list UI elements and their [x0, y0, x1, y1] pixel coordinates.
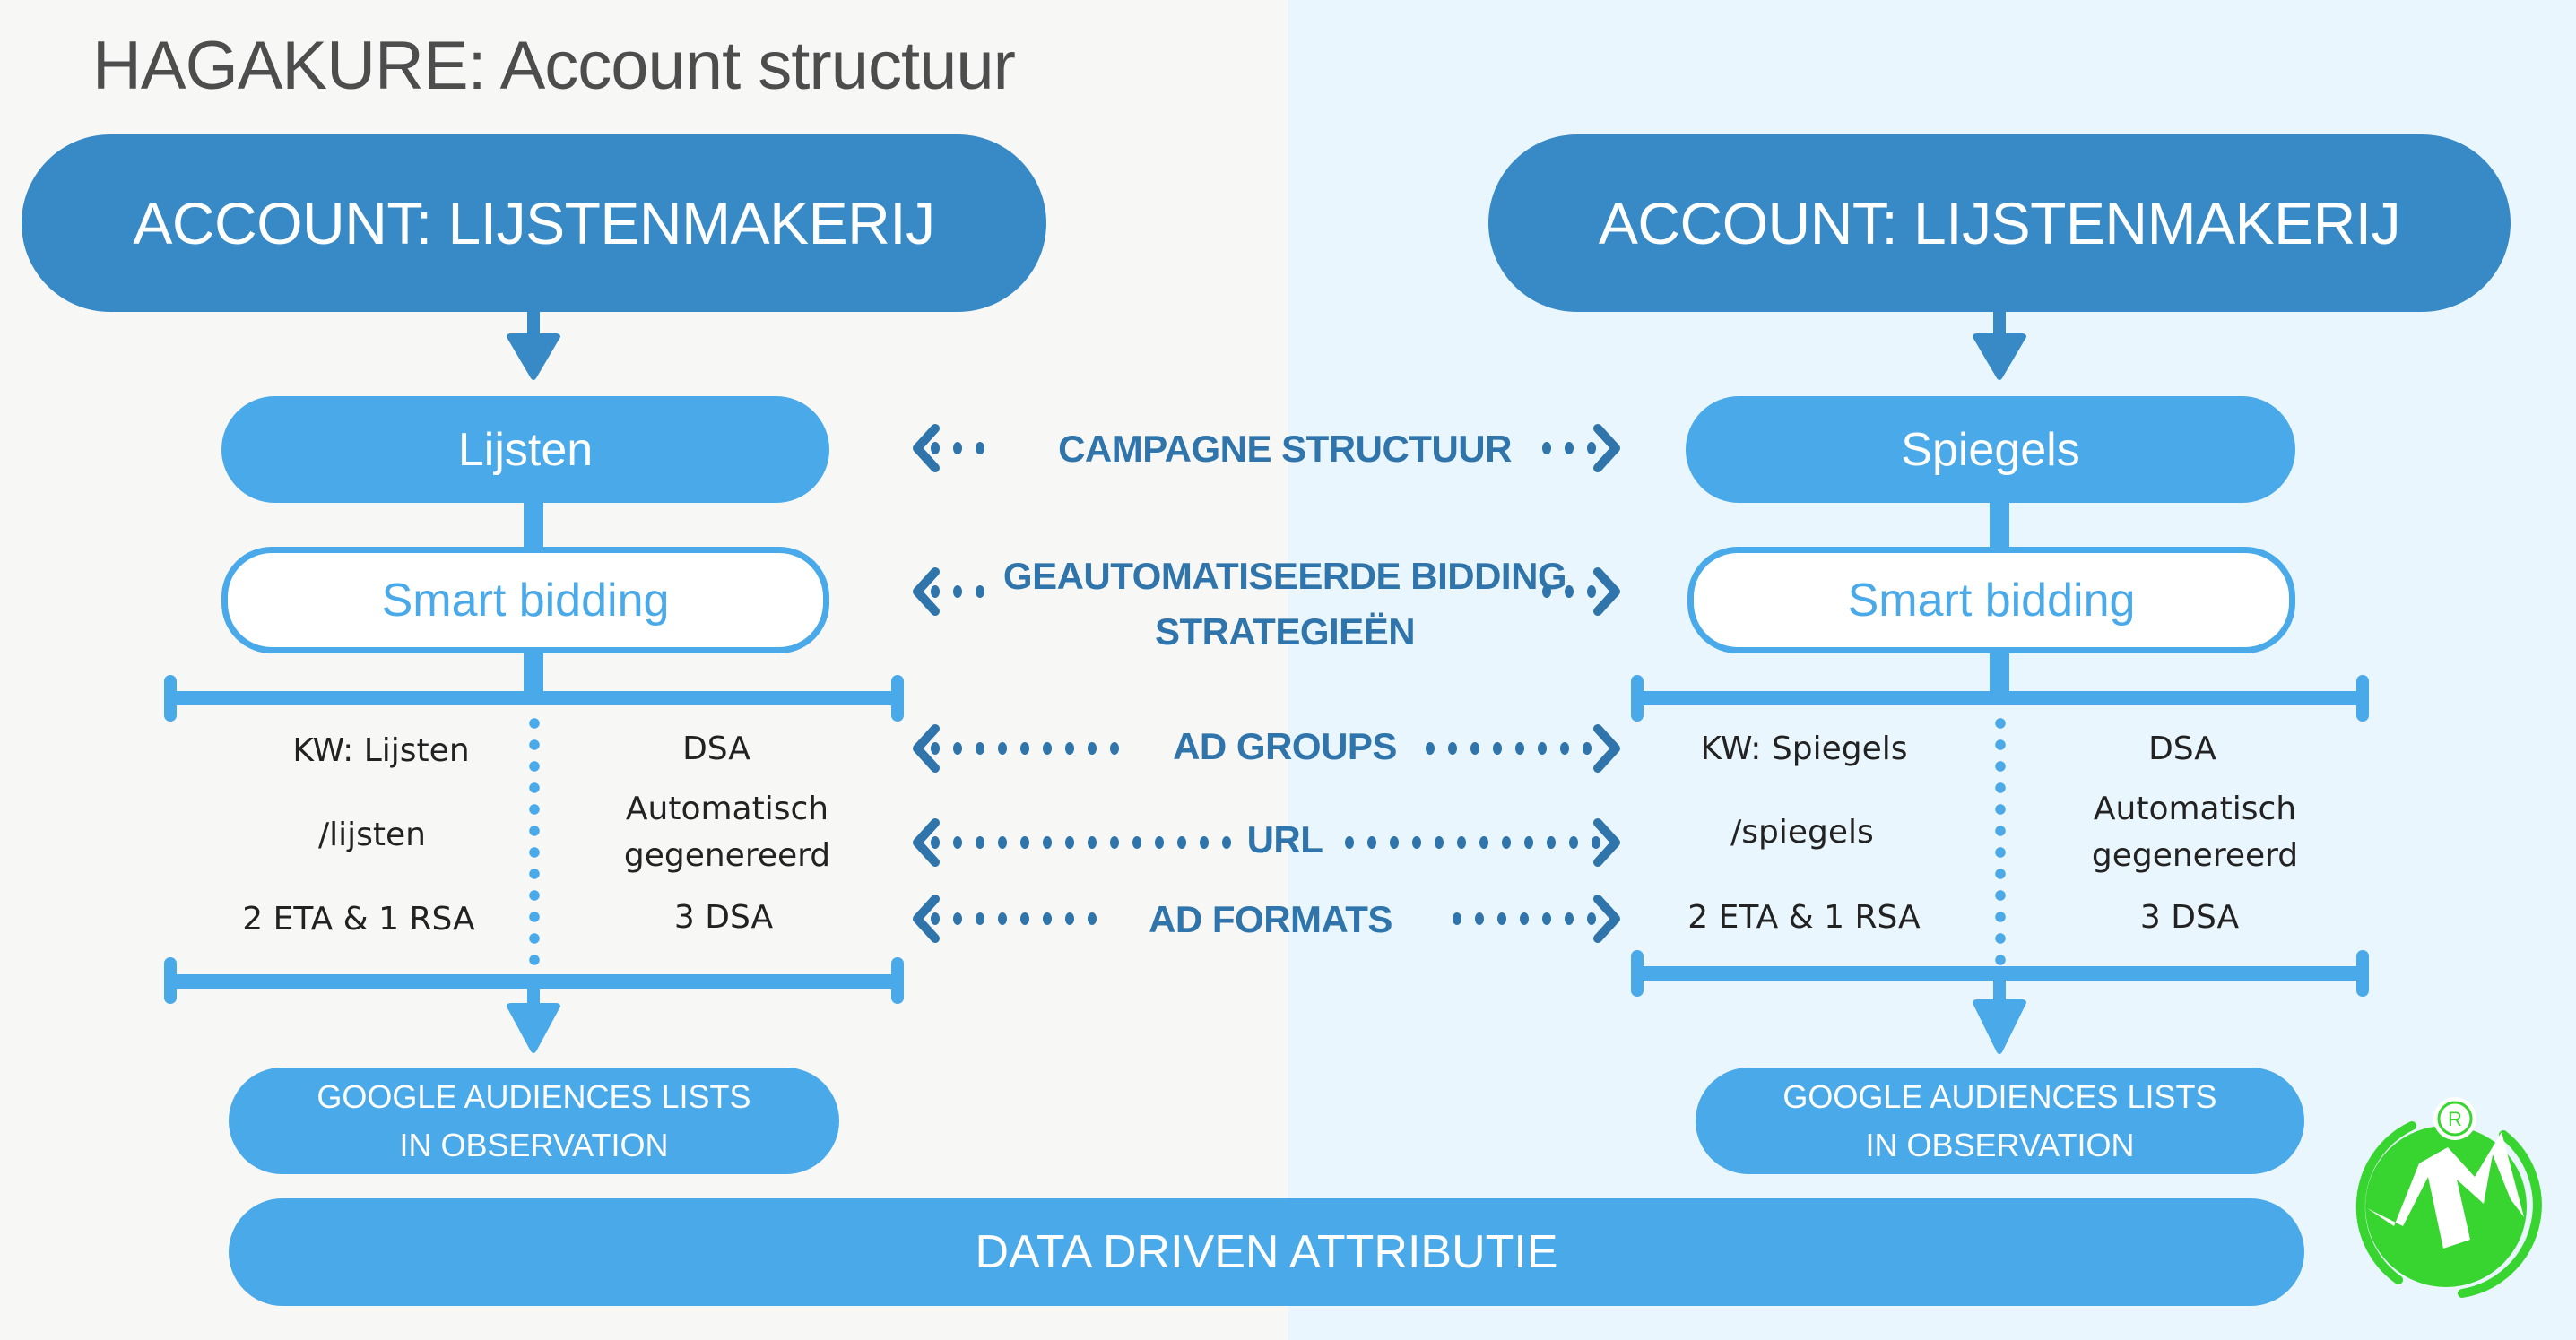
adgroup-dsa-right: DSA: [2148, 731, 2216, 767]
campaign-box-left: Lijsten: [221, 396, 829, 503]
chevron-left-icon: [913, 567, 940, 616]
dotted-divider-right: [1995, 713, 2006, 977]
account-box-left: ACCOUNT: LIJSTENMAKERIJ: [22, 134, 1046, 312]
adgroup-kw-left: KW: Lijsten: [292, 732, 470, 769]
bracket-tick: [1631, 675, 1644, 722]
bracket-tick: [164, 675, 177, 722]
adgroup-dsa-left: DSA: [682, 731, 750, 767]
chevron-right-icon: [1593, 818, 1620, 867]
dotted-arrow-4: [913, 895, 1620, 943]
connector-line: [524, 503, 543, 549]
connector-line: [524, 650, 543, 699]
bracket-tick: [1631, 950, 1644, 997]
url-kw-left: /lijsten: [318, 817, 426, 853]
chevron-right-icon: [1593, 424, 1620, 472]
page-title: HAGAKURE: Account structuur: [92, 28, 1016, 104]
dotted-arrow-3: [913, 818, 1620, 867]
label-campaign-structure: CAMPAGNE STRUCTUUR: [1058, 428, 1512, 470]
ads-dsa-left: 3 DSA: [673, 899, 774, 936]
campaign-box-right: Spiegels: [1686, 396, 2295, 503]
registered-mark: R: [2448, 1108, 2462, 1130]
account-box-right: ACCOUNT: LIJSTENMAKERIJ: [1488, 134, 2511, 312]
bracket-tick: [2356, 675, 2369, 722]
dotted-arrow-2: [913, 724, 1620, 773]
data-driven-attribution-bar: DATA DRIVEN ATTRIBUTIE: [229, 1198, 2304, 1306]
arrow-down-icon: [507, 981, 560, 1053]
bracket-tick: [164, 957, 177, 1004]
mm-logo-icon: R: [2355, 1097, 2542, 1298]
bracket-tick: [891, 957, 904, 1004]
arrow-down-icon: [1973, 312, 2026, 380]
bracket-top-right: [1636, 691, 2363, 705]
arrow-down-icon: [507, 312, 560, 380]
chevron-left-icon: [913, 724, 940, 773]
ads-kw-right: 2 ETA & 1 RSA: [1687, 899, 1921, 936]
dotted-arrow-1: [913, 567, 1620, 616]
dotted-arrow-0: [913, 424, 1620, 472]
connector-line: [1990, 650, 2009, 699]
adgroup-kw-right: KW: Spiegels: [1700, 731, 1908, 767]
chevron-left-icon: [913, 424, 940, 472]
bracket-tick: [891, 675, 904, 722]
bracket-top-left: [169, 691, 898, 705]
bracket-tick: [2356, 950, 2369, 997]
url-kw-right: /spiegels: [1730, 814, 1874, 851]
label-ad-formats: AD FORMATS: [1149, 898, 1392, 940]
chevron-left-icon: [913, 895, 940, 943]
ads-dsa-right: 3 DSA: [2139, 899, 2240, 936]
arrow-down-icon: [1973, 973, 2026, 1054]
chevron-right-icon: [1593, 724, 1620, 773]
ads-kw-left: 2 ETA & 1 RSA: [242, 901, 475, 938]
chevron-left-icon: [913, 818, 940, 867]
label-ad-groups: AD GROUPS: [1173, 725, 1397, 767]
dotted-divider-left: [529, 713, 540, 977]
chevron-right-icon: [1593, 567, 1620, 616]
connector-line: [1990, 503, 2009, 549]
chevron-right-icon: [1593, 895, 1620, 943]
label-url: URL: [1246, 818, 1323, 860]
